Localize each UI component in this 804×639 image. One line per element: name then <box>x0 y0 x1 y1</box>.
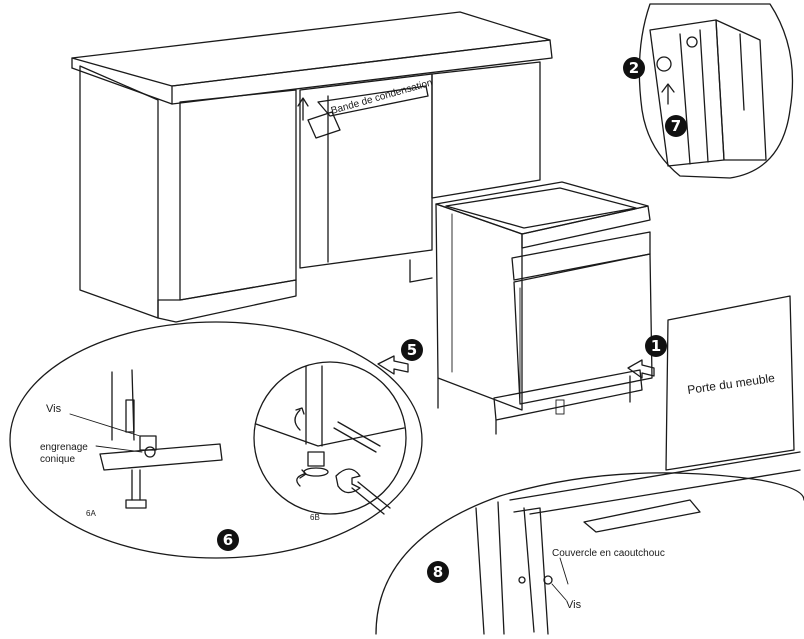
dishwasher <box>435 181 653 435</box>
detail-6b: 6B <box>253 361 407 522</box>
step-badge-1: 1 <box>645 335 667 357</box>
screw-bottom-label: Vis <box>566 599 582 611</box>
rotate-arrow-icon <box>296 469 307 487</box>
bevel-gear-label-line2: conique <box>40 454 75 465</box>
step-badge-5: 5 <box>401 339 423 361</box>
inset-top-right <box>638 3 794 179</box>
arrow-up-icon <box>297 97 309 121</box>
inset-leveling-feet: Vis engrenage conique 6A <box>9 321 423 559</box>
detail-6a: Vis engrenage conique 6A <box>40 369 223 518</box>
svg-text:7: 7 <box>671 117 681 135</box>
svg-text:1: 1 <box>651 337 661 355</box>
rubber-cover-label: Couvercle en caoutchouc <box>552 548 665 559</box>
furniture-door-panel: Porte du meuble <box>665 295 795 471</box>
arrow-up-icon <box>661 83 675 105</box>
screw-label: Vis <box>46 403 62 415</box>
step-badge-6: 6 <box>217 529 239 551</box>
bevel-gear-label-line1: engrenage <box>40 442 88 453</box>
step-badge-7: 7 <box>665 115 687 137</box>
inset-rubber-cover: Couvercle en caoutchouc Vis <box>375 451 804 635</box>
rotate-arrow-icon <box>294 407 305 431</box>
furniture-door-label: Porte du meuble <box>686 371 775 397</box>
svg-text:2: 2 <box>629 59 639 77</box>
step-badge-2: 2 <box>623 57 645 79</box>
wrench-icon <box>335 468 391 515</box>
kitchen-cabinet: Bande de condensation <box>71 11 553 323</box>
svg-text:8: 8 <box>433 563 443 581</box>
figure-6a-label: 6A <box>86 509 96 518</box>
step-badge-8: 8 <box>427 561 449 583</box>
arrow-left-icon <box>377 355 409 375</box>
svg-text:6: 6 <box>223 531 233 549</box>
figure-6b-label: 6B <box>310 513 320 522</box>
svg-text:5: 5 <box>407 341 417 359</box>
arrow-left-icon <box>627 359 655 379</box>
